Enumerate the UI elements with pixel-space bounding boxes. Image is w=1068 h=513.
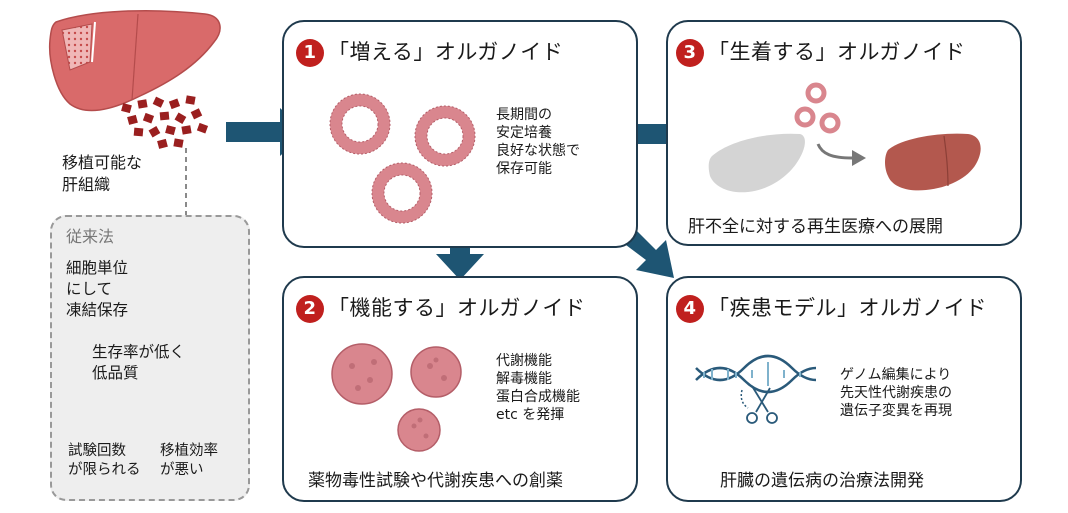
- panel-engrafting-organoid: [666, 20, 1022, 246]
- conventional-title: 従来法: [66, 227, 115, 246]
- conventional-method-box: [50, 215, 250, 501]
- panel4-description: ゲノム編集により 先天性代謝疾患の 遺伝子変異を再現: [840, 367, 952, 419]
- panel3-bottom-text: 肝不全に対する再生医療への展開: [688, 217, 943, 237]
- conventional-problem: 生存率が低く 低品質: [92, 343, 186, 382]
- liver-icon: [48, 9, 221, 112]
- panel2-bottom-text: 薬物毒性試験や代謝疾患への創薬: [308, 471, 563, 491]
- panel2-description: 代謝機能 解毒機能 蛋白合成機能 etc を発揮: [496, 353, 580, 423]
- conventional-result-right: 移植効率 が悪い: [160, 443, 218, 478]
- panel3-title: 3「生着する」オルガノイド: [676, 36, 965, 67]
- conventional-result-left: 試験回数 が限られる: [68, 443, 141, 478]
- liver-label: 移植可能な 肝組織: [62, 153, 143, 194]
- panel2-number-badge: 2: [296, 295, 324, 323]
- panel1-title: 1「増える」オルガノイド: [296, 36, 563, 67]
- panel4-bottom-text: 肝臓の遺伝病の治療法開発: [720, 471, 924, 491]
- panel2-title: 2「機能する」オルガノイド: [296, 292, 585, 323]
- tissue-fragments-icon: [121, 95, 209, 149]
- panel1-number-badge: 1: [296, 39, 324, 67]
- panel1-description: 長期間の 安定培養 良好な状態で 保存可能: [496, 107, 580, 177]
- panel4-number-badge: 4: [676, 295, 704, 323]
- panel4-title: 4「疾患モデル」オルガノイド: [676, 292, 987, 323]
- conventional-method: 細胞単位 にして 凍結保存: [66, 259, 129, 319]
- panel3-number-badge: 3: [676, 39, 704, 67]
